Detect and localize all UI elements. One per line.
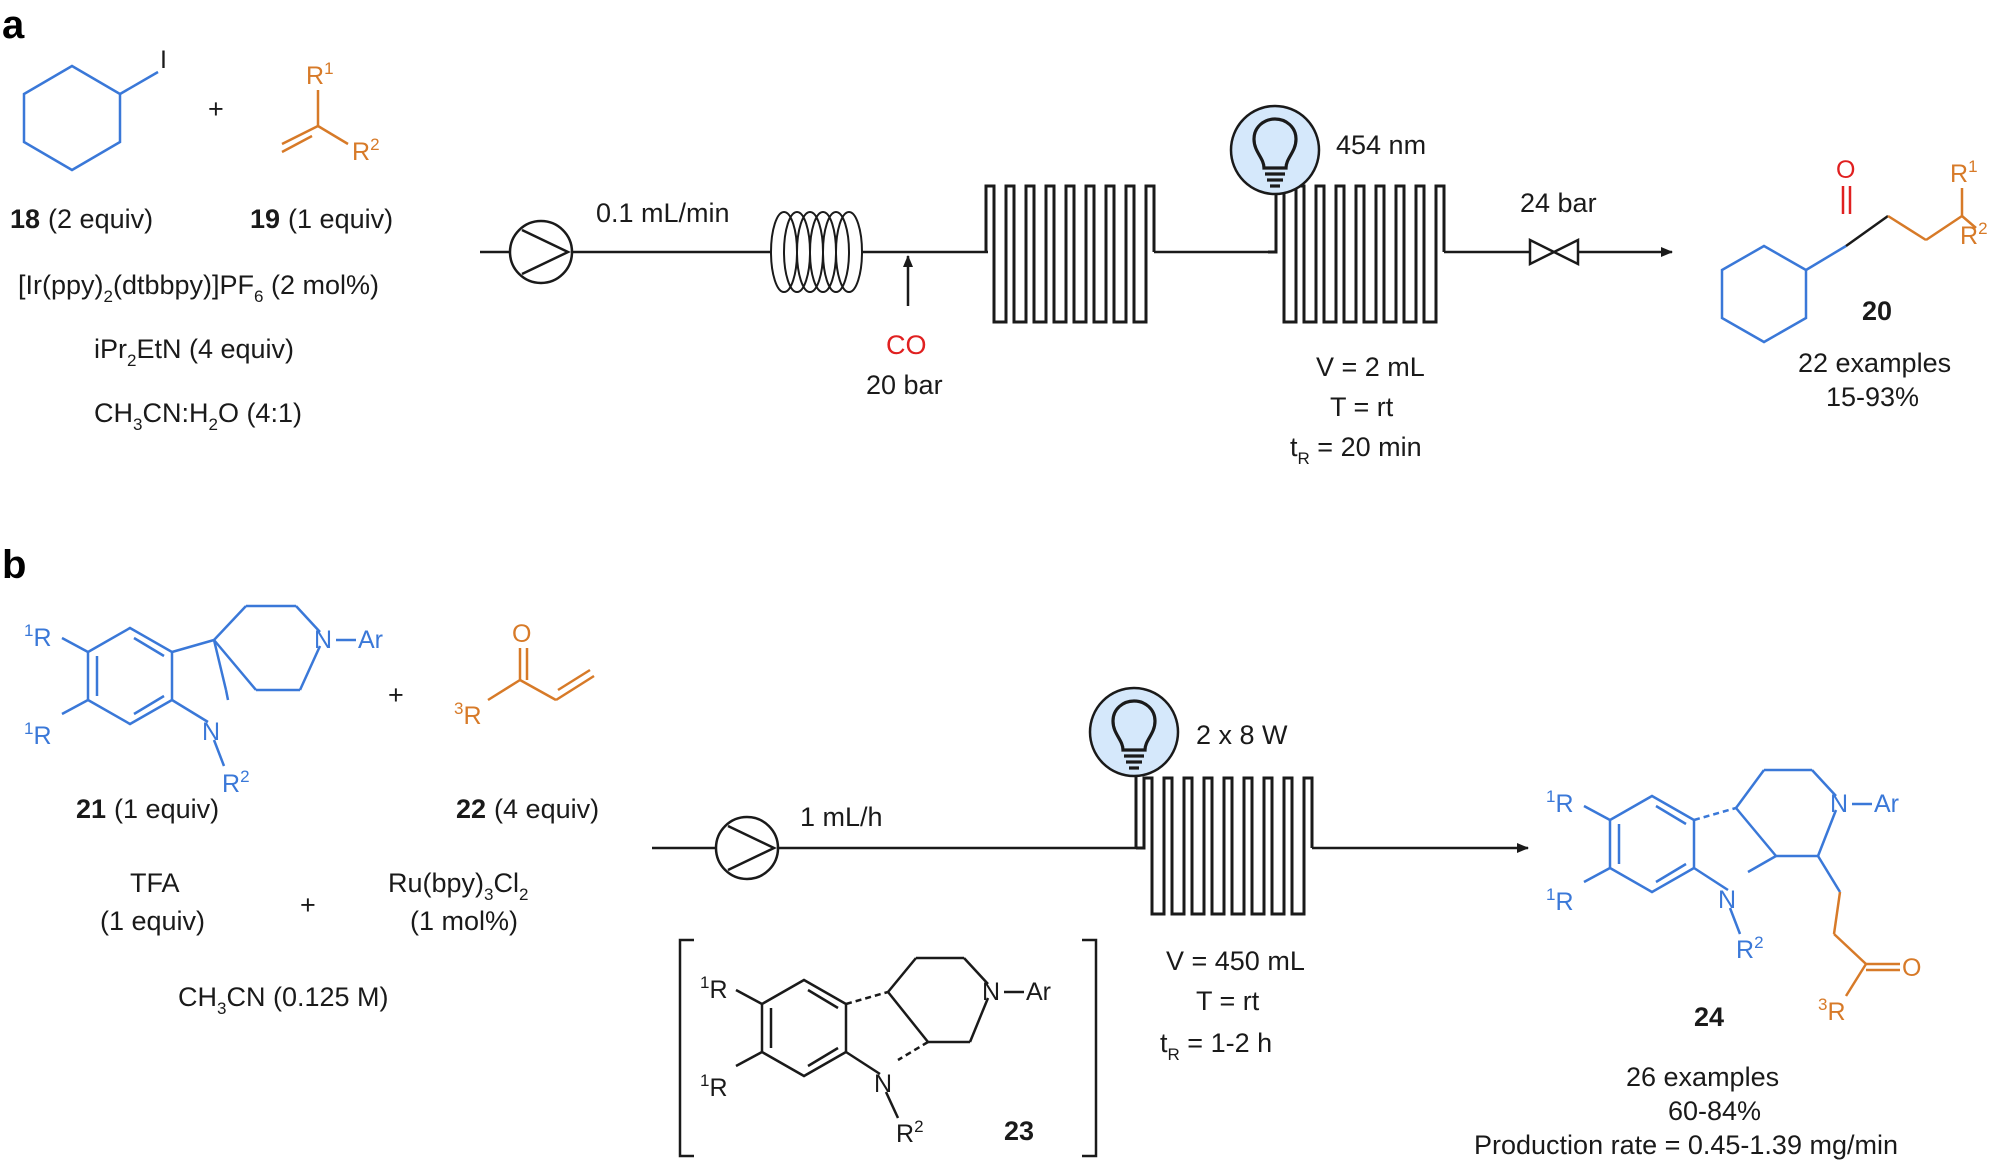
product-n-ring: N — [1830, 790, 1848, 818]
flow-setup-a: 0.1 mL/min CO 20 bar 454 nm — [480, 104, 1673, 468]
substrate-ar: Ar — [358, 626, 383, 654]
base-label: iPr2EtN (4 equiv) — [94, 334, 294, 370]
enone-22-structure — [487, 648, 595, 702]
alkene-r1-label: R1 — [306, 59, 334, 90]
bpr-pressure-label: 24 bar — [1520, 188, 1597, 218]
product-20-r1: R1 — [1950, 157, 1978, 188]
residence-time-a: tR = 20 min — [1290, 432, 1422, 468]
mixing-coil-icon — [770, 211, 863, 293]
acid-label-line1: TFA — [130, 868, 180, 898]
pump-icon-a — [508, 219, 574, 285]
light-bulb-icon-b — [1088, 686, 1180, 778]
solvent-label: CH3CN:H2O (4:1) — [94, 398, 302, 434]
reagent-18-label: 18(2 equiv) — [10, 204, 153, 234]
reactor-coil-1 — [984, 184, 1156, 324]
product-ar: Ar — [1874, 790, 1899, 818]
substrate-r1-top: 1R — [24, 621, 52, 652]
product-20-structure: O R1 R2 — [1720, 156, 1988, 344]
intermediate-n-indole: N — [874, 1070, 892, 1098]
pump-icon-b — [714, 815, 780, 881]
intermediate-r2: R2 — [896, 1117, 924, 1148]
intermediate-23-structure — [735, 956, 990, 1119]
product-n-indole: N — [1718, 886, 1736, 914]
catalyst-label: [Ir(ppy)2(dtbbpy)]PF6 (2 mol%) — [18, 270, 379, 306]
cyclohexyl-iodide-structure: I — [22, 46, 167, 172]
light-power-label: 2 x 8 W — [1196, 720, 1288, 750]
product-20-yield: 15-93% — [1826, 382, 1919, 412]
product-20-r2: R2 — [1960, 219, 1988, 250]
iodine-atom-label: I — [160, 46, 167, 74]
intermediate-r1-bottom: 1R — [700, 1071, 728, 1102]
photocatalyst-label: Ru(bpy)3Cl2 — [388, 868, 528, 904]
reagent-21-label: 21(1 equiv) — [76, 794, 219, 824]
product-20-oxygen: O — [1836, 156, 1855, 184]
flow-rate-a: 0.1 mL/min — [596, 198, 730, 228]
back-pressure-regulator-icon — [1528, 237, 1580, 267]
product-24-production-rate: Production rate = 0.45-1.39 mg/min — [1474, 1130, 1898, 1160]
co-pressure-label: 20 bar — [866, 370, 943, 400]
substrate-21-structure — [61, 604, 322, 767]
photoreactor-coil-b — [1136, 776, 1314, 916]
reactor-volume-a: V = 2 mL — [1316, 352, 1425, 382]
flow-setup-b: 1 mL/h 2 x 8 W V = 450 mL T = rt tR = 1-… — [652, 686, 1529, 1064]
alkene-structure: R1 R2 — [281, 59, 380, 166]
substrate-n-indole: N — [202, 718, 220, 746]
reagent-19-label: 19(1 equiv) — [250, 204, 393, 234]
substrate-r2: R2 — [222, 767, 250, 798]
wavelength-label: 454 nm — [1336, 130, 1426, 160]
panel-b-label: b — [2, 543, 26, 587]
enone-r3: 3R — [454, 699, 482, 730]
intermediate-23-number: 23 — [1004, 1116, 1034, 1146]
intermediate-23-bracket — [678, 938, 1098, 1158]
product-24-number: 24 — [1694, 1002, 1724, 1032]
acid-label-line2: (1 equiv) — [100, 906, 205, 936]
plus-sign-a: + — [208, 94, 224, 124]
product-20-number: 20 — [1862, 296, 1892, 326]
reactor-temp-b: T = rt — [1196, 986, 1260, 1016]
intermediate-r1-top: 1R — [700, 973, 728, 1004]
panel-a-label: a — [2, 3, 25, 47]
plus-sign-b1: + — [388, 680, 404, 710]
substrate-n-ring: N — [314, 626, 332, 654]
product-r2: R2 — [1736, 933, 1764, 964]
photocatalyst-loading: (1 mol%) — [410, 906, 518, 936]
product-24-yield: 60-84% — [1668, 1096, 1761, 1126]
product-r1-bottom: 1R — [1546, 885, 1574, 916]
intermediate-ar: Ar — [1026, 978, 1051, 1006]
residence-time-b: tR = 1-2 h — [1160, 1028, 1272, 1064]
reactor-temp-a: T = rt — [1330, 392, 1394, 422]
co-gas-label: CO — [886, 330, 927, 360]
intermediate-n-ring: N — [982, 978, 1000, 1006]
product-24-oxygen: O — [1902, 954, 1921, 982]
reactor-volume-b: V = 450 mL — [1166, 946, 1305, 976]
product-24-r3: 3R — [1818, 995, 1846, 1026]
product-24-side-chain — [1832, 891, 1900, 997]
product-r1-top: 1R — [1546, 787, 1574, 818]
product-24-examples: 26 examples — [1626, 1062, 1779, 1092]
plus-sign-b2: + — [300, 890, 316, 920]
flow-rate-b: 1 mL/h — [800, 802, 883, 832]
reagent-22-label: 22(4 equiv) — [456, 794, 599, 824]
solvent-b-label: CH3CN (0.125 M) — [178, 982, 389, 1018]
enone-oxygen: O — [512, 620, 531, 648]
photoreactor-coil — [1268, 184, 1446, 324]
product-24-structure — [1583, 768, 1842, 935]
alkene-r2-label: R2 — [352, 135, 380, 166]
light-bulb-icon-a — [1229, 104, 1321, 196]
substrate-r1-bottom: 1R — [24, 719, 52, 750]
product-20-examples: 22 examples — [1798, 348, 1951, 378]
